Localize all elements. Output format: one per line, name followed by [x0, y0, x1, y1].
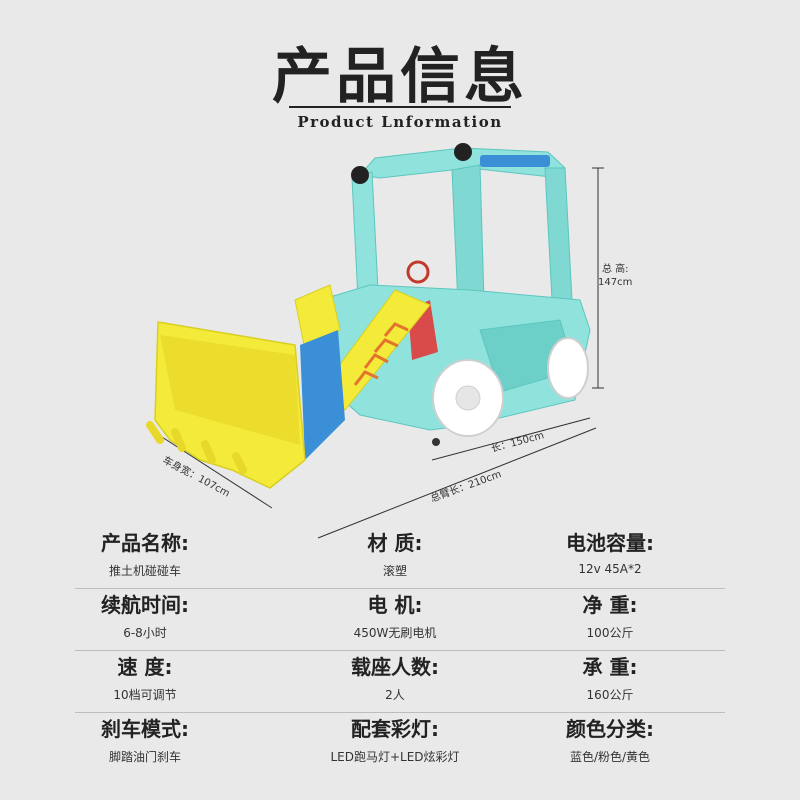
row-divider	[75, 588, 725, 589]
spec-runtime: 续航时间: 6-8小时	[101, 593, 189, 640]
total-length-dimension: 总臂长：210cm	[317, 427, 597, 539]
steering-wheel	[406, 260, 430, 284]
page-title: 产品信息	[272, 42, 528, 112]
spec-row: 刹车模式: 脚踏油门刹车 配套彩灯: LED跑马灯+LED炫彩灯 颜色分类: 蓝…	[0, 714, 800, 784]
rear-wheel	[547, 337, 589, 399]
roof-frame	[351, 143, 573, 306]
spec-motor: 电 机: 450W无刷电机	[353, 593, 437, 640]
height-dimension: 总 高: 147cm	[592, 167, 632, 389]
spec-brake: 刹车模式: 脚踏油门刹车	[101, 717, 189, 764]
wheels	[432, 337, 589, 446]
page-subtitle: Product Lnformation	[297, 113, 503, 131]
product-illustration: 总 高: 147cm 长：150cm 总臂长：210cm 车身宽：107cm	[146, 143, 632, 539]
row-divider	[75, 712, 725, 713]
loader-bucket	[146, 321, 306, 489]
height-value: 147cm	[598, 277, 632, 288]
spec-colors: 颜色分类: 蓝色/粉色/黄色	[566, 717, 654, 764]
spec-speed: 速 度: 10档可调节	[113, 655, 177, 702]
roof-sign	[480, 155, 550, 167]
spec-row: 产品名称: 推土机碰碰车 材 质: 滚塑 电池容量: 12v 45A*2	[0, 528, 800, 598]
spec-seats: 载座人数: 2人	[351, 655, 439, 702]
spec-lights: 配套彩灯: LED跑马灯+LED炫彩灯	[330, 717, 460, 764]
spec-load: 承 重: 160公斤	[582, 655, 638, 702]
title-underline	[289, 106, 511, 108]
spec-material: 材 质: 滚塑	[367, 531, 423, 578]
spec-row: 续航时间: 6-8小时 电 机: 450W无刷电机 净 重: 100公斤	[0, 590, 800, 660]
total-length-value: 总臂长：210cm	[429, 467, 503, 505]
spec-net-weight: 净 重: 100公斤	[582, 593, 638, 640]
spec-battery: 电池容量: 12v 45A*2	[566, 531, 654, 576]
spec-product-name: 产品名称: 推土机碰碰车	[101, 531, 189, 578]
spec-row: 速 度: 10档可调节 载座人数: 2人 承 重: 160公斤	[0, 652, 800, 722]
height-label: 总 高:	[602, 262, 629, 275]
loader-arm	[294, 284, 431, 460]
roof-lamp-left	[351, 166, 369, 184]
arm-panel	[300, 330, 345, 460]
roof-lamp-right	[454, 143, 472, 161]
row-divider	[75, 650, 725, 651]
